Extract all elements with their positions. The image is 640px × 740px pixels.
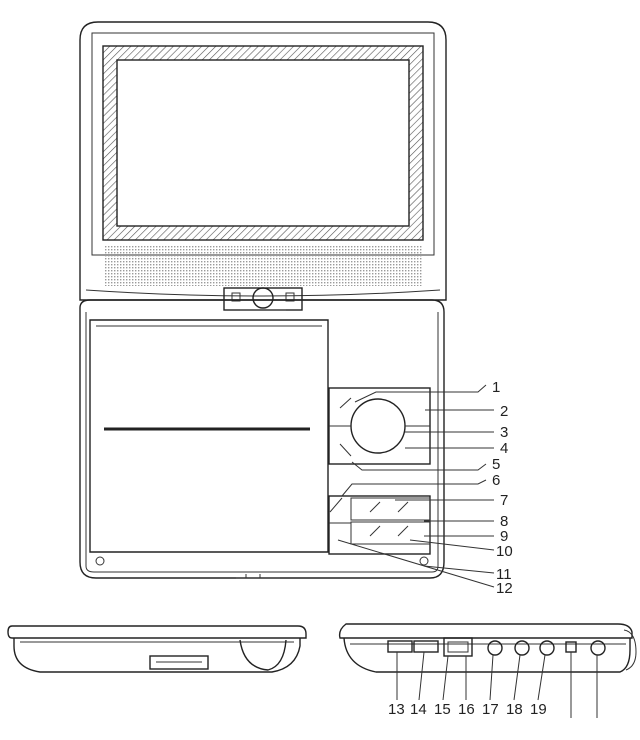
callout-18: 18: [506, 701, 523, 718]
callout-8: 8: [500, 513, 508, 530]
callout-6: 6: [492, 472, 500, 489]
callout-13: 13: [388, 701, 405, 718]
callout-7: 7: [500, 492, 508, 509]
leader-lines: [337, 384, 495, 588]
screen-bezel: [102, 45, 424, 241]
lid: [79, 21, 447, 301]
callout-11: 11: [496, 566, 512, 583]
side-ports: [387, 637, 606, 657]
callout-17: 17: [482, 701, 499, 718]
callout-1: 1: [492, 379, 500, 396]
button-block: [328, 495, 431, 555]
callout-10: 10: [496, 543, 513, 560]
callout-14: 14: [410, 701, 427, 718]
base-unit: [79, 299, 445, 579]
callout-12: 12: [496, 580, 513, 597]
callout-5: 5: [492, 456, 500, 473]
callout-2: 2: [500, 403, 508, 420]
front-view: [7, 625, 307, 673]
side-view: [338, 623, 637, 718]
callout-9: 9: [500, 528, 508, 545]
hinge: [223, 287, 303, 311]
callout-4: 4: [500, 440, 508, 457]
callouts-bottom: 13 14 15 16 17 18 19: [388, 701, 547, 718]
callout-3: 3: [500, 424, 508, 441]
callout-19: 19: [530, 701, 547, 718]
callouts-main: 1 2 3 4 5 6 7 8 9 10 11 12: [492, 379, 513, 597]
front-slot: [149, 655, 209, 670]
control-panel: [328, 387, 431, 555]
side-leaders: [396, 651, 598, 718]
speaker-grille: [104, 246, 422, 286]
callout-16: 16: [458, 701, 475, 718]
callout-15: 15: [434, 701, 451, 718]
navigation-dial: [329, 398, 430, 454]
disc-door: [89, 319, 329, 553]
